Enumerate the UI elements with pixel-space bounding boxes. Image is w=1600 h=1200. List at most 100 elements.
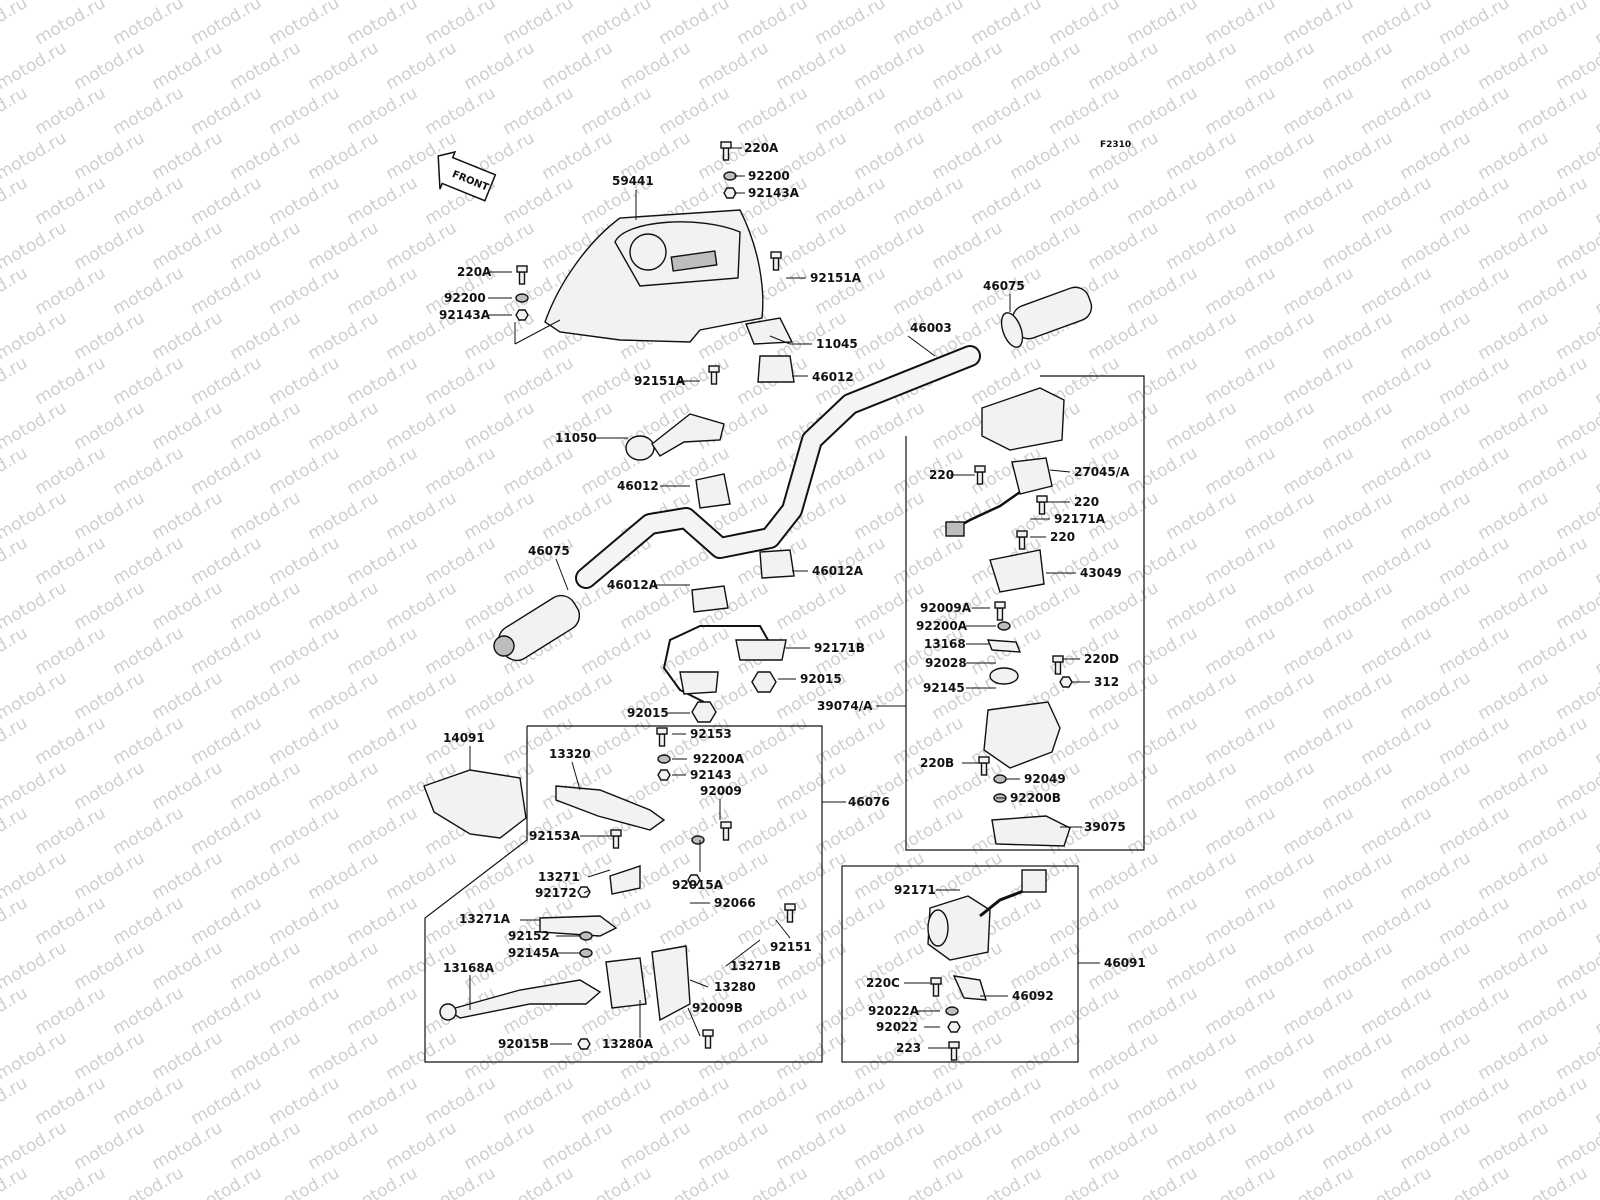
watermark-text: motod.ru [773,848,851,904]
watermark-text: motod.ru [305,938,383,994]
watermark-text: motod.ru [1241,758,1319,814]
watermark-text: motod.ru [968,173,1046,229]
watermark-text: motod.ru [890,83,968,139]
watermark-text: motod.ru [149,848,227,904]
watermark-text: motod.ru [227,218,305,274]
watermark-text: motod.ru [266,263,344,319]
watermark-text: motod.ru [71,848,149,904]
watermark-text: motod.ru [1397,1118,1475,1174]
watermark-text: motod.ru [1436,173,1514,229]
watermark-text: motod.ru [71,398,149,454]
watermark-text: motod.ru [812,893,890,949]
watermark-text: motod.ru [1358,983,1436,1039]
label-92015A: 92015A [672,878,724,892]
label-13168: 13168 [924,637,966,651]
watermark-text: motod.ru [968,1073,1046,1129]
watermark-text: motod.ru [968,83,1046,139]
watermark-text: motod.ru [1202,353,1280,409]
leader-line [907,335,936,357]
watermark-text: motod.ru [422,1163,500,1200]
label-13280A: 13280A [602,1037,654,1051]
watermark-text: motod.ru [656,83,734,139]
watermark-text: motod.ru [1280,353,1358,409]
nut-icon [657,769,671,781]
watermark-text: motod.ru [149,758,227,814]
watermark-text: motod.ru [1085,398,1163,454]
clamp-bracket [662,625,787,723]
watermark-text: motod.ru [1436,533,1514,589]
label-92009B: 92009B [692,1001,743,1015]
watermark-text: motod.ru [1163,218,1241,274]
label-92153A: 92153A [529,829,581,843]
watermark-text: motod.ru [539,38,617,94]
leader-line [687,1007,701,1037]
watermark-text: motod.ru [929,218,1007,274]
watermark-text: motod.ru [1124,83,1202,139]
nut-icon [1059,676,1073,688]
label-46076: 46076 [848,795,890,809]
watermark-text: motod.ru [1280,83,1358,139]
watermark-text: motod.ru [1241,578,1319,634]
watermark-text: motod.ru [266,83,344,139]
watermark-text: motod.ru [266,803,344,859]
label-92015-l: 92015 [627,706,669,720]
watermark-text: motod.ru [1202,0,1280,49]
watermark-text: motod.ru [344,263,422,319]
watermark-text: motod.ru [0,578,70,634]
label-92145A: 92145A [508,946,560,960]
watermark-text: motod.ru [1319,308,1397,364]
watermark-text: motod.ru [1241,938,1319,994]
watermark-text: motod.ru [1085,308,1163,364]
watermark-text: motod.ru [1592,353,1600,409]
washer-icon [579,948,593,958]
watermark-text: motod.ru [1007,128,1085,184]
watermark-text: motod.ru [773,578,851,634]
figure-code: F2310 [1100,140,1131,150]
watermark-text: motod.ru [1397,128,1475,184]
watermark-text: motod.ru [890,173,968,229]
watermark-text: motod.ru [812,713,890,769]
watermark-text: motod.ru [1397,38,1475,94]
label-46075-right: 46075 [983,279,1025,293]
watermark-text: motod.ru [695,1118,773,1174]
watermark-text: motod.ru [149,128,227,184]
watermark-text: motod.ru [1592,1163,1600,1200]
watermark-text: motod.ru [0,83,31,139]
label-13168A: 13168A [443,961,495,975]
watermark-text: motod.ru [578,83,656,139]
watermark-text: motod.ru [188,893,266,949]
label-92015B: 92015B [498,1037,549,1051]
watermark-text: motod.ru [188,83,266,139]
watermark-text: motod.ru [227,308,305,364]
watermark-text: motod.ru [1124,1163,1202,1200]
label-11050: 11050 [555,431,597,445]
watermark-text: motod.ru [1514,0,1592,49]
watermark-text: motod.ru [1475,1028,1553,1084]
watermark-text: motod.ru [539,1118,617,1174]
watermark-text: motod.ru [1085,1118,1163,1174]
watermark-text: motod.ru [1202,893,1280,949]
watermark-text: motod.ru [1163,38,1241,94]
watermark-text: motod.ru [227,668,305,724]
watermark-text: motod.ru [1163,668,1241,724]
watermark-text: motod.ru [1358,83,1436,139]
label-92009: 92009 [700,784,742,798]
watermark-text: motod.ru [1514,83,1592,139]
holder-upper [691,317,795,613]
watermark-text: motod.ru [188,1073,266,1129]
watermark-text: motod.ru [1124,1073,1202,1129]
watermark-text: motod.ru [578,0,656,49]
watermark-text: motod.ru [773,1118,851,1174]
watermark-text: motod.ru [929,1118,1007,1174]
watermark-text: motod.ru [422,623,500,679]
watermark-text: motod.ru [578,1073,656,1129]
label-312: 312 [1094,675,1119,689]
watermark-text: motod.ru [1514,803,1592,859]
watermark-text: motod.ru [110,1073,188,1129]
watermark-text: motod.ru [1514,1163,1592,1200]
watermark-text: motod.ru [344,893,422,949]
watermark-text: motod.ru [1319,848,1397,904]
watermark-text: motod.ru [1358,713,1436,769]
label-39074A: 39074/A [817,699,873,713]
